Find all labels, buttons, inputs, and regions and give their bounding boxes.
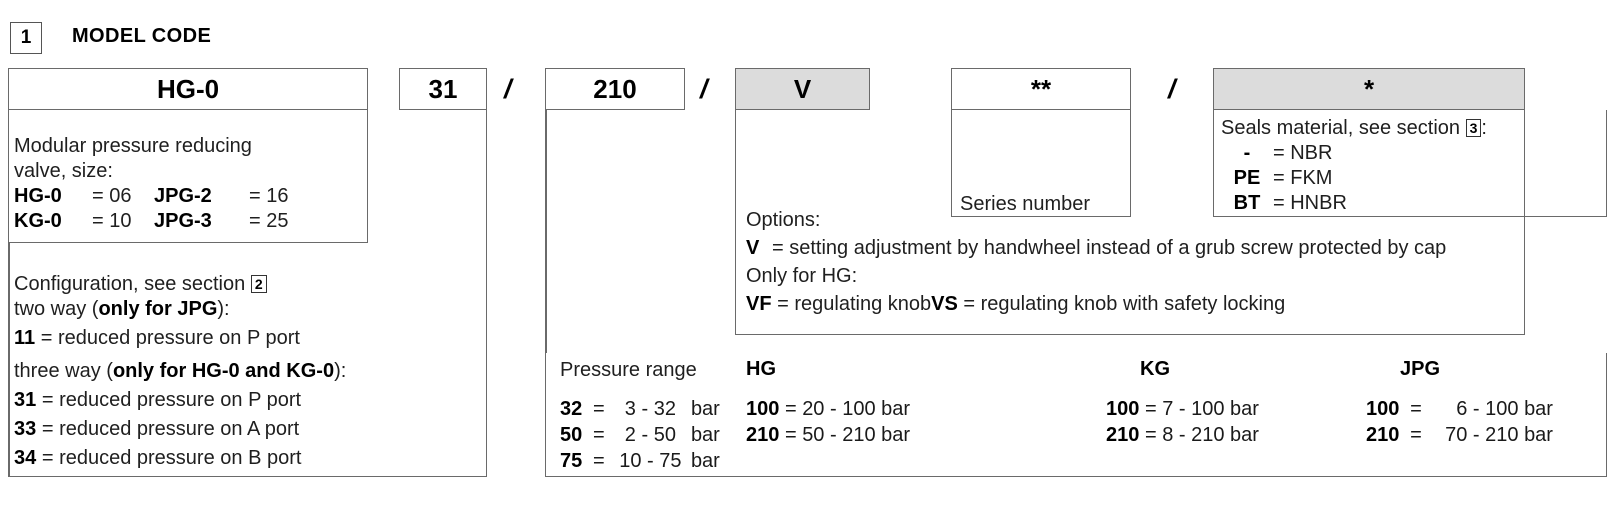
section-ref-3: 3 — [1465, 119, 1482, 137]
size-code2-0: JPG-2 — [154, 185, 212, 207]
config-item-33: 33 = reduced pressure on A port — [14, 418, 300, 440]
pressure-row: 210 = 70 - 210 bar — [1366, 424, 1553, 446]
slash-separator-3: / — [1168, 74, 1176, 104]
pressure-col-jpg: 100 = 6 - 100 bar 210 = 70 - 210 bar — [1366, 396, 1606, 448]
slash-separator-2: / — [700, 74, 708, 104]
pressure-row: 50 = 2 - 50 bar — [560, 424, 720, 446]
seals-table: - = NBR PE = FKM BT = HNBR — [1221, 141, 1611, 216]
size-code-1: KG-0 — [14, 210, 62, 232]
threeway-heading: three way (only for HG-0 and KG-0): — [14, 360, 347, 382]
configuration-frame-left-edge — [8, 243, 10, 477]
pressure-col-kg: 100 = 7 - 100 bar 210 = 8 - 210 bar — [1106, 396, 1336, 448]
seals-title: Seals material, see section 3: — [1221, 117, 1487, 139]
seal-value-1: = FKM — [1273, 167, 1333, 189]
pressure-row: 100 = 7 - 100 bar — [1106, 398, 1259, 420]
pressure-header-hg: HG — [746, 358, 776, 380]
page-title: MODEL CODE — [72, 25, 212, 47]
size-code-0: HG-0 — [14, 185, 62, 207]
code-box-pressure[interactable]: 210 — [545, 68, 685, 110]
code-box-series[interactable]: ** — [951, 68, 1131, 110]
pressure-header-jpg: JPG — [1400, 358, 1441, 380]
size-value-1: = 10 — [92, 210, 132, 232]
twoway-heading: two way (only for JPG): — [14, 298, 230, 320]
option-vf-vs: VF = regulating knobVS = regulating knob… — [746, 293, 1286, 315]
size-value2-1: = 25 — [249, 210, 289, 232]
code-box-model[interactable]: HG-0 — [8, 68, 368, 110]
options-only-for-hg: Only for HG: — [746, 265, 858, 287]
seal-code-0: - — [1243, 142, 1251, 164]
pressure-col-hg-a: 32 = 3 - 32 bar 50 = 2 - 50 bar 75 = 10 … — [560, 396, 740, 474]
model-description-text: Modular pressure reducing valve, size: H… — [14, 134, 364, 234]
model-desc-line2: valve, size: — [14, 160, 113, 182]
pressure-header-kg: KG — [1140, 358, 1170, 380]
pressure-row: 210 = 50 - 210 bar — [746, 424, 911, 446]
code-box-seals[interactable]: * — [1213, 68, 1525, 110]
series-description-frame — [951, 110, 1131, 217]
series-label: Series number — [960, 193, 1091, 215]
pressure-range-label: Pressure range — [560, 359, 697, 381]
config-item-11: 11 = reduced pressure on P port — [14, 327, 300, 349]
seal-code-2: BT — [1233, 192, 1261, 214]
configuration-description-text: Configuration, see section 2 two way (on… — [14, 272, 484, 471]
model-desc-line1: Modular pressure reducing — [14, 135, 252, 157]
configuration-description-frame — [8, 110, 487, 477]
size-value2-0: = 16 — [249, 185, 289, 207]
section-ref-2: 2 — [250, 275, 267, 293]
slash-separator-1: / — [504, 74, 512, 104]
options-description-frame — [735, 110, 1525, 335]
model-description-frame — [8, 110, 368, 243]
pressure-row: 100 = 6 - 100 bar — [1366, 398, 1553, 420]
seal-code-1: PE — [1233, 167, 1261, 189]
size-value-0: = 06 — [92, 185, 132, 207]
seals-description-text: Seals material, see section 3: - = NBR P… — [1221, 116, 1611, 216]
section-number-badge: 1 — [10, 22, 42, 54]
options-heading: Options: — [746, 209, 821, 231]
seal-value-2: = HNBR — [1273, 192, 1347, 214]
config-item-34: 34 = reduced pressure on B port — [14, 447, 302, 469]
option-v: V= setting adjustment by handwheel inste… — [746, 237, 1447, 259]
config-item-31: 31 = reduced pressure on P port — [14, 389, 302, 411]
pressure-row: 210 = 8 - 210 bar — [1106, 424, 1259, 446]
code-box-configuration[interactable]: 31 — [399, 68, 487, 110]
size-code2-1: JPG-3 — [154, 210, 212, 232]
pressure-row: 75 = 10 - 75 bar — [560, 450, 720, 472]
pressure-row: 100 = 20 - 100 bar — [746, 398, 911, 420]
pressure-col-hg-b: 100 = 20 - 100 bar 210 = 50 - 210 bar — [746, 396, 976, 448]
pressure-range-content: Pressure range HG KG JPG 32 = 3 - 32 bar… — [560, 358, 1610, 480]
pressure-row: 32 = 3 - 32 bar — [560, 398, 720, 420]
seals-description-frame — [1213, 110, 1607, 217]
configuration-title: Configuration, see section 2 — [14, 272, 484, 297]
options-description-text: Options: V= setting adjustment by handwh… — [746, 208, 1536, 317]
pressure-range-frame — [545, 353, 1607, 477]
code-box-options[interactable]: V — [735, 68, 870, 110]
model-size-table: HG-0 = 06 JPG-2 = 16 KG-0 = 10 JPG-3 = 2… — [14, 184, 364, 234]
pressure-connector-line — [545, 110, 547, 353]
seal-value-0: = NBR — [1273, 142, 1333, 164]
